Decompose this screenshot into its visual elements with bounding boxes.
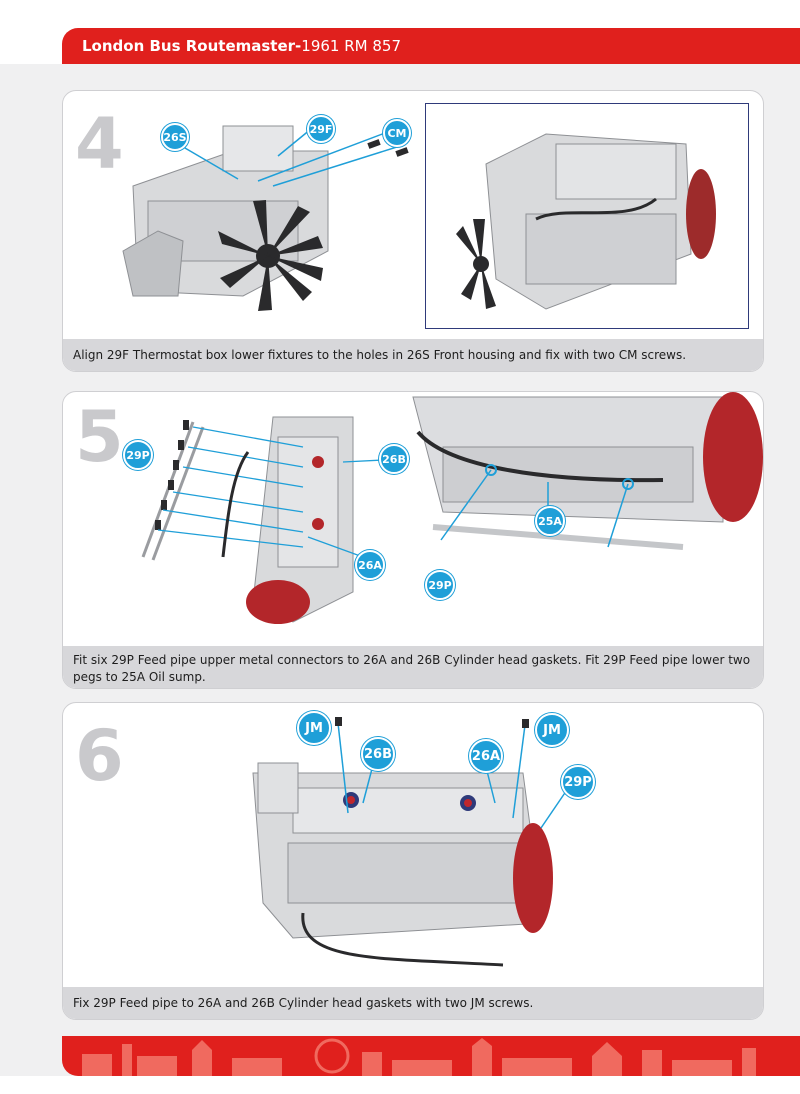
callout-29P-lower: 29P	[425, 570, 455, 600]
callout-JM-left: JM	[297, 711, 331, 745]
callout-26B: 26B	[361, 737, 395, 771]
engine-block	[122, 125, 329, 297]
header-title-bold: London Bus Routemaster-	[82, 37, 302, 55]
callout-CM: CM	[383, 119, 411, 147]
callout-26B: 26B	[379, 444, 409, 474]
step-caption: Fix 29P Feed pipe to 26A and 26B Cylinde…	[63, 987, 763, 1019]
fan-icon	[456, 219, 496, 309]
callout-26A: 26A	[469, 739, 503, 773]
step-caption: Align 29F Thermostat box lower fixtures …	[63, 339, 763, 371]
engine-illustration-front	[122, 125, 409, 311]
step-number: 4	[75, 103, 124, 185]
step-4-panel: 4 26S 29F CM	[62, 90, 764, 372]
bottom-margin	[0, 1076, 800, 1094]
engine-illustration-side	[141, 392, 763, 624]
callout-26A: 26A	[355, 550, 385, 580]
page-header: London Bus Routemaster-1961 RM 857	[62, 28, 800, 64]
top-margin	[0, 0, 800, 28]
engine-illustration-top	[252, 717, 574, 967]
london-skyline-icon	[82, 1038, 756, 1076]
step-number: 6	[75, 715, 124, 797]
callout-25A: 25A	[535, 506, 565, 536]
callout-29P: 29P	[123, 440, 153, 470]
header-title-model: 1961 RM 857	[301, 37, 401, 55]
step-5-panel: 5	[62, 391, 764, 689]
footer-skyline	[62, 1036, 800, 1076]
flywheel	[246, 580, 310, 624]
callout-26S: 26S	[161, 123, 189, 151]
callout-JM-right: JM	[535, 713, 569, 747]
step-caption: Fit six 29P Feed pipe upper metal connec…	[63, 646, 763, 688]
flywheel	[686, 169, 716, 259]
flywheel	[513, 823, 553, 933]
engine-illustration-rear	[456, 133, 716, 310]
step-6-panel: 6 JM 26B 26A JM 29P Fix 29P Feed pipe to…	[62, 702, 764, 1020]
step-number: 5	[75, 396, 124, 478]
step-4-inset	[425, 103, 749, 329]
callout-29F: 29F	[307, 115, 335, 143]
fan-icon	[218, 200, 323, 311]
callout-29P: 29P	[561, 765, 595, 799]
detail-view	[412, 396, 724, 523]
